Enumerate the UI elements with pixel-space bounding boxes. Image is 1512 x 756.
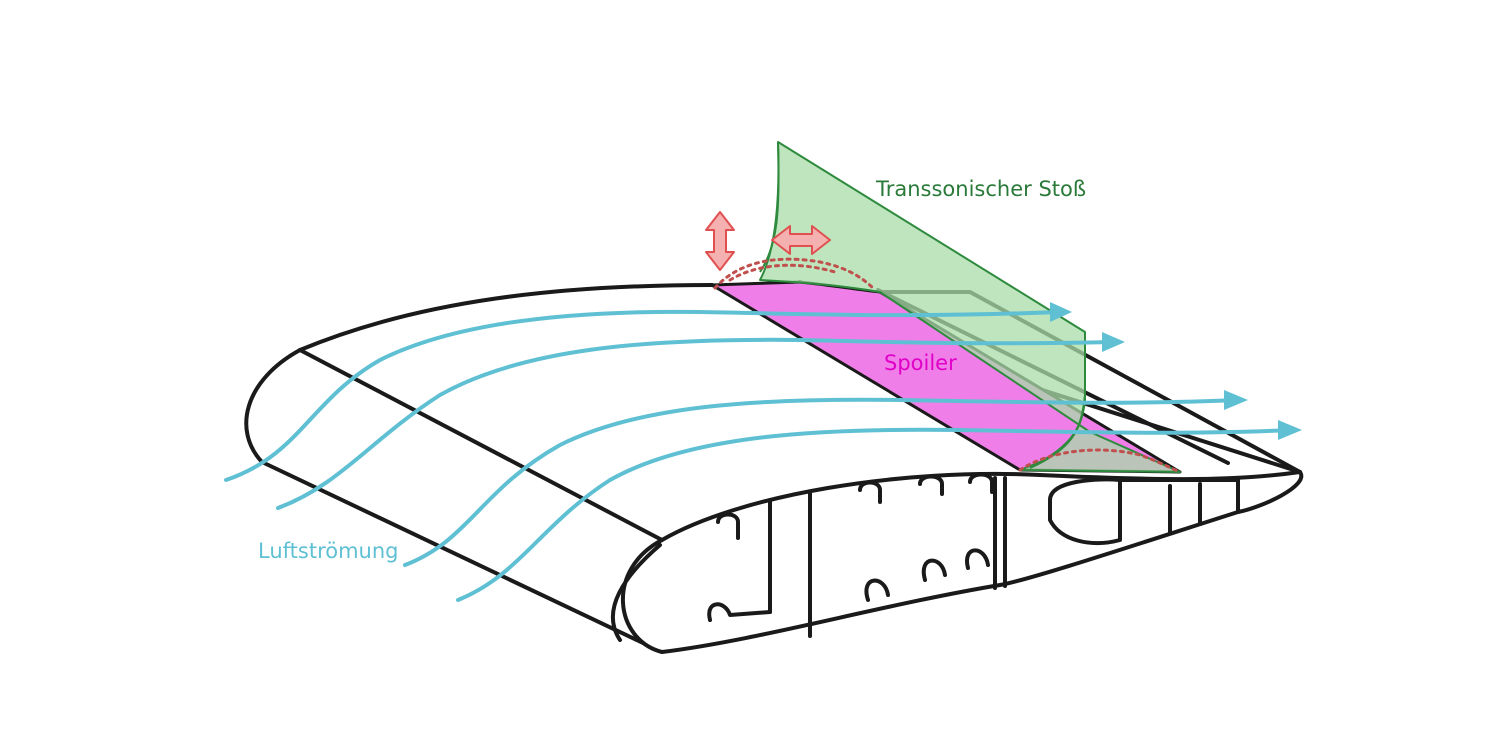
stringer-bottom-1 (707, 602, 772, 622)
nose-rib (610, 543, 662, 642)
spoiler-bump-contours (713, 257, 1182, 474)
stringer-bottom-4 (965, 548, 990, 570)
arrowhead-3 (1224, 390, 1248, 410)
shock-label: Transsonischer Stoß (875, 177, 1086, 201)
airflow-label: Luftströmung (258, 539, 399, 563)
streamline-1 (224, 309, 1062, 482)
double-headed-arrow-horizontal-icon (771, 225, 831, 255)
airflow-arrowheads (1050, 302, 1302, 440)
wing-body (244, 280, 1304, 654)
bump-contour-rear (1018, 448, 1182, 474)
stringer-top-3 (918, 474, 944, 496)
end-profile-outline (621, 470, 1304, 654)
stringer-top-4 (968, 472, 994, 494)
bump-contour-front-2 (728, 263, 837, 282)
stringer-bottom-3 (921, 558, 947, 582)
arrowhead-1 (1050, 302, 1072, 322)
stringer-top-1 (716, 512, 740, 540)
front-spar-line (298, 348, 664, 542)
streamline-2 (276, 337, 1117, 510)
airflow-streamlines (224, 309, 1294, 602)
leading-edge-outline (244, 283, 714, 654)
wing-top-surface (246, 285, 1300, 540)
streamline-3 (403, 397, 1240, 567)
arrowhead-4 (1278, 420, 1302, 440)
stringer-top-2 (858, 480, 882, 504)
double-headed-arrow-vertical-icon (705, 211, 735, 271)
stringer-bottom-2 (864, 578, 890, 602)
rear-box (1048, 477, 1122, 545)
arrowhead-2 (1102, 332, 1125, 352)
bump-contour-front (713, 257, 877, 292)
spoiler-label: Spoiler (884, 351, 957, 375)
streamline-4 (456, 427, 1294, 602)
